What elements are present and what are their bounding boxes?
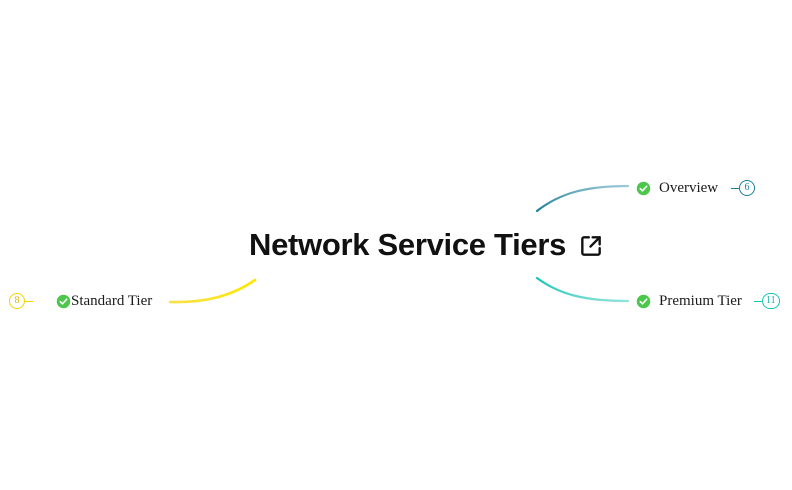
check-circle-icon [636, 294, 651, 309]
edge-premium-tier [535, 276, 630, 303]
badge-premium-tier[interactable]: 11 [754, 293, 780, 309]
badge-connector [754, 300, 762, 302]
badge-count: 11 [762, 293, 780, 309]
edge-overview [535, 184, 630, 213]
check-circle-icon [636, 181, 651, 196]
node-standard-tier[interactable]: Standard Tier [48, 291, 152, 311]
badge-connector [25, 300, 33, 302]
badge-connector [731, 187, 739, 189]
node-label: Standard Tier [71, 293, 153, 309]
badge-standard-tier[interactable]: 8 [9, 293, 33, 309]
node-label: Overview [659, 180, 719, 196]
badge-overview[interactable]: 6 [731, 180, 755, 196]
edge-standard-tier [168, 278, 257, 304]
external-link-icon[interactable] [578, 233, 604, 259]
badge-count: 8 [9, 293, 25, 309]
node-label: Premium Tier [659, 293, 742, 309]
node-premium-tier[interactable]: Premium Tier [636, 291, 742, 311]
node-overview[interactable]: Overview [636, 178, 718, 198]
check-circle-icon [56, 294, 71, 309]
page-title: Network Service Tiers [249, 227, 567, 262]
root-node[interactable]: Network Service Tiers [249, 224, 604, 266]
badge-count: 6 [739, 180, 755, 196]
